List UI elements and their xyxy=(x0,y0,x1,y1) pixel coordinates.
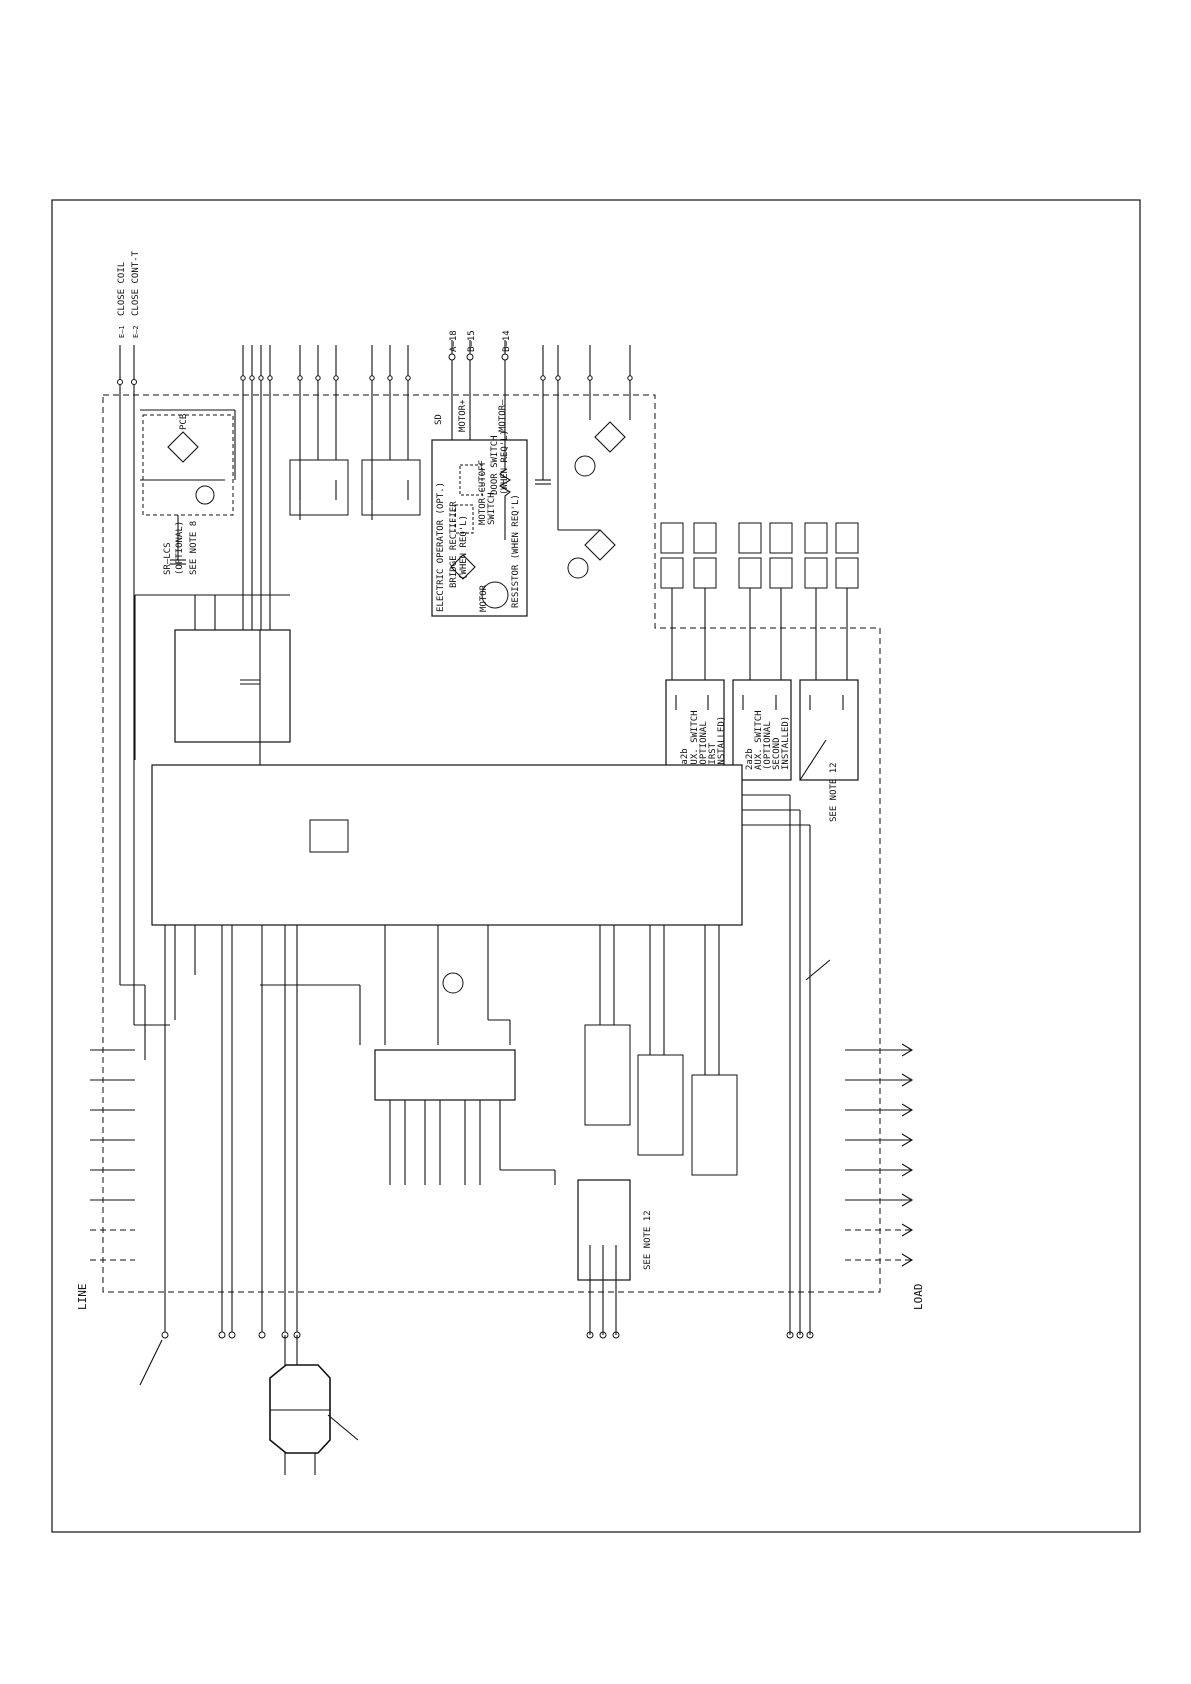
ct-rectifier-circuits xyxy=(535,345,633,579)
aux2-title: 2a2b xyxy=(745,748,755,770)
electric-operator: A—18 B—15 B—14 SD MOTOR+ MOTOR— ELECTRIC… xyxy=(431,330,528,617)
close-coil-label: CLOSE COIL xyxy=(117,262,127,316)
aux2-l3: SECOND xyxy=(772,737,782,770)
aux1-title: 2a2b xyxy=(680,748,690,770)
ct-drops xyxy=(164,925,511,1290)
aux1-l1: AUX. SWITCH xyxy=(690,710,700,770)
operator-sd: SD xyxy=(434,414,444,425)
pcb-label: PCB xyxy=(179,414,189,430)
line-side-arrows xyxy=(90,1049,135,1261)
aux-switch-contacts xyxy=(660,522,859,680)
trip-unit xyxy=(119,480,811,1280)
operator-bridge: BRIDGE RECTIFIER xyxy=(449,501,459,588)
surge-label: SR—LCS xyxy=(163,542,173,575)
pcb-block: PCB SR—LCS (OPTIONAL) SEE NOTE 8 xyxy=(140,409,236,575)
load-label: LOAD xyxy=(912,1284,925,1311)
aux1-l2: (OPTIONAL xyxy=(699,721,709,770)
relay-block-1 xyxy=(289,345,349,520)
load-side-arrows xyxy=(845,1043,914,1267)
aux2-l2: (OPTIONAL xyxy=(763,721,773,770)
drawing-border xyxy=(51,199,1141,1533)
neutral-sensor-block xyxy=(374,1049,556,1185)
breaker-enclosure xyxy=(102,394,881,1293)
aux-switch-1: 2a2b AUX. SWITCH (OPTIONAL FIRST INSTALL… xyxy=(665,679,727,781)
aux2-l1: AUX. SWITCH xyxy=(754,710,764,770)
operator-resistor: RESISTOR (WHEN REQ'L) xyxy=(511,494,521,608)
operator-bridge-note: (WHEN REQ'L) xyxy=(459,515,469,580)
terminal-b14: B—14 xyxy=(502,330,512,352)
terminal-e2-label: E—2 xyxy=(132,325,140,338)
operator-cutoff-switch: SWITCH xyxy=(487,492,497,525)
operator-cutoff: MOTOR-CUTOFF xyxy=(478,460,488,525)
aux-switch-3 xyxy=(799,679,859,781)
note12-bottom: SEE NOTE 12 xyxy=(643,1210,653,1270)
line-label: LINE xyxy=(76,1284,89,1311)
leader-lines xyxy=(139,739,831,1441)
operator-motor-plus: MOTOR+ xyxy=(458,399,468,432)
shunt-trip-block xyxy=(134,594,291,760)
aux1-l4: INSTALLED) xyxy=(717,716,727,770)
pcb-see-note: SEE NOTE 8 xyxy=(189,521,199,575)
close-coil-terminals: E—1 E—2 CLOSE COIL CLOSE CONT-T xyxy=(117,250,141,480)
note12-top: SEE NOTE 12 xyxy=(829,762,839,822)
terminal-a18: A—18 xyxy=(449,330,459,352)
surge-note: (OPTIONAL) xyxy=(175,521,185,575)
aux1-l3: FIRST xyxy=(708,742,718,770)
bottom-terminals xyxy=(161,1280,814,1339)
terminal-b15: B—15 xyxy=(467,330,477,352)
relay-block-2 xyxy=(361,345,421,520)
phase-ct-sensors xyxy=(584,925,738,1176)
operator-door-switch: DOOR SWITCH xyxy=(490,435,500,495)
aux-switch-2: 2a2b AUX. SWITCH (OPTIONAL SECOND INSTAL… xyxy=(732,679,792,781)
operator-title: ELECTRIC OPERATOR (OPT.) xyxy=(436,482,446,612)
shunt-trip-bundle xyxy=(240,345,273,680)
terminal-e1-label: E—1 xyxy=(118,325,126,338)
close-contact-label: CLOSE CONT-T xyxy=(131,250,141,316)
neutral-box: SEE NOTE 12 xyxy=(577,1179,653,1305)
operator-motor-minus: MOTOR— xyxy=(498,399,508,432)
operator-motor: MOTOR xyxy=(479,584,489,612)
aux2-l4: INSTALLED) xyxy=(781,716,791,770)
potential-transformer xyxy=(269,1335,331,1475)
